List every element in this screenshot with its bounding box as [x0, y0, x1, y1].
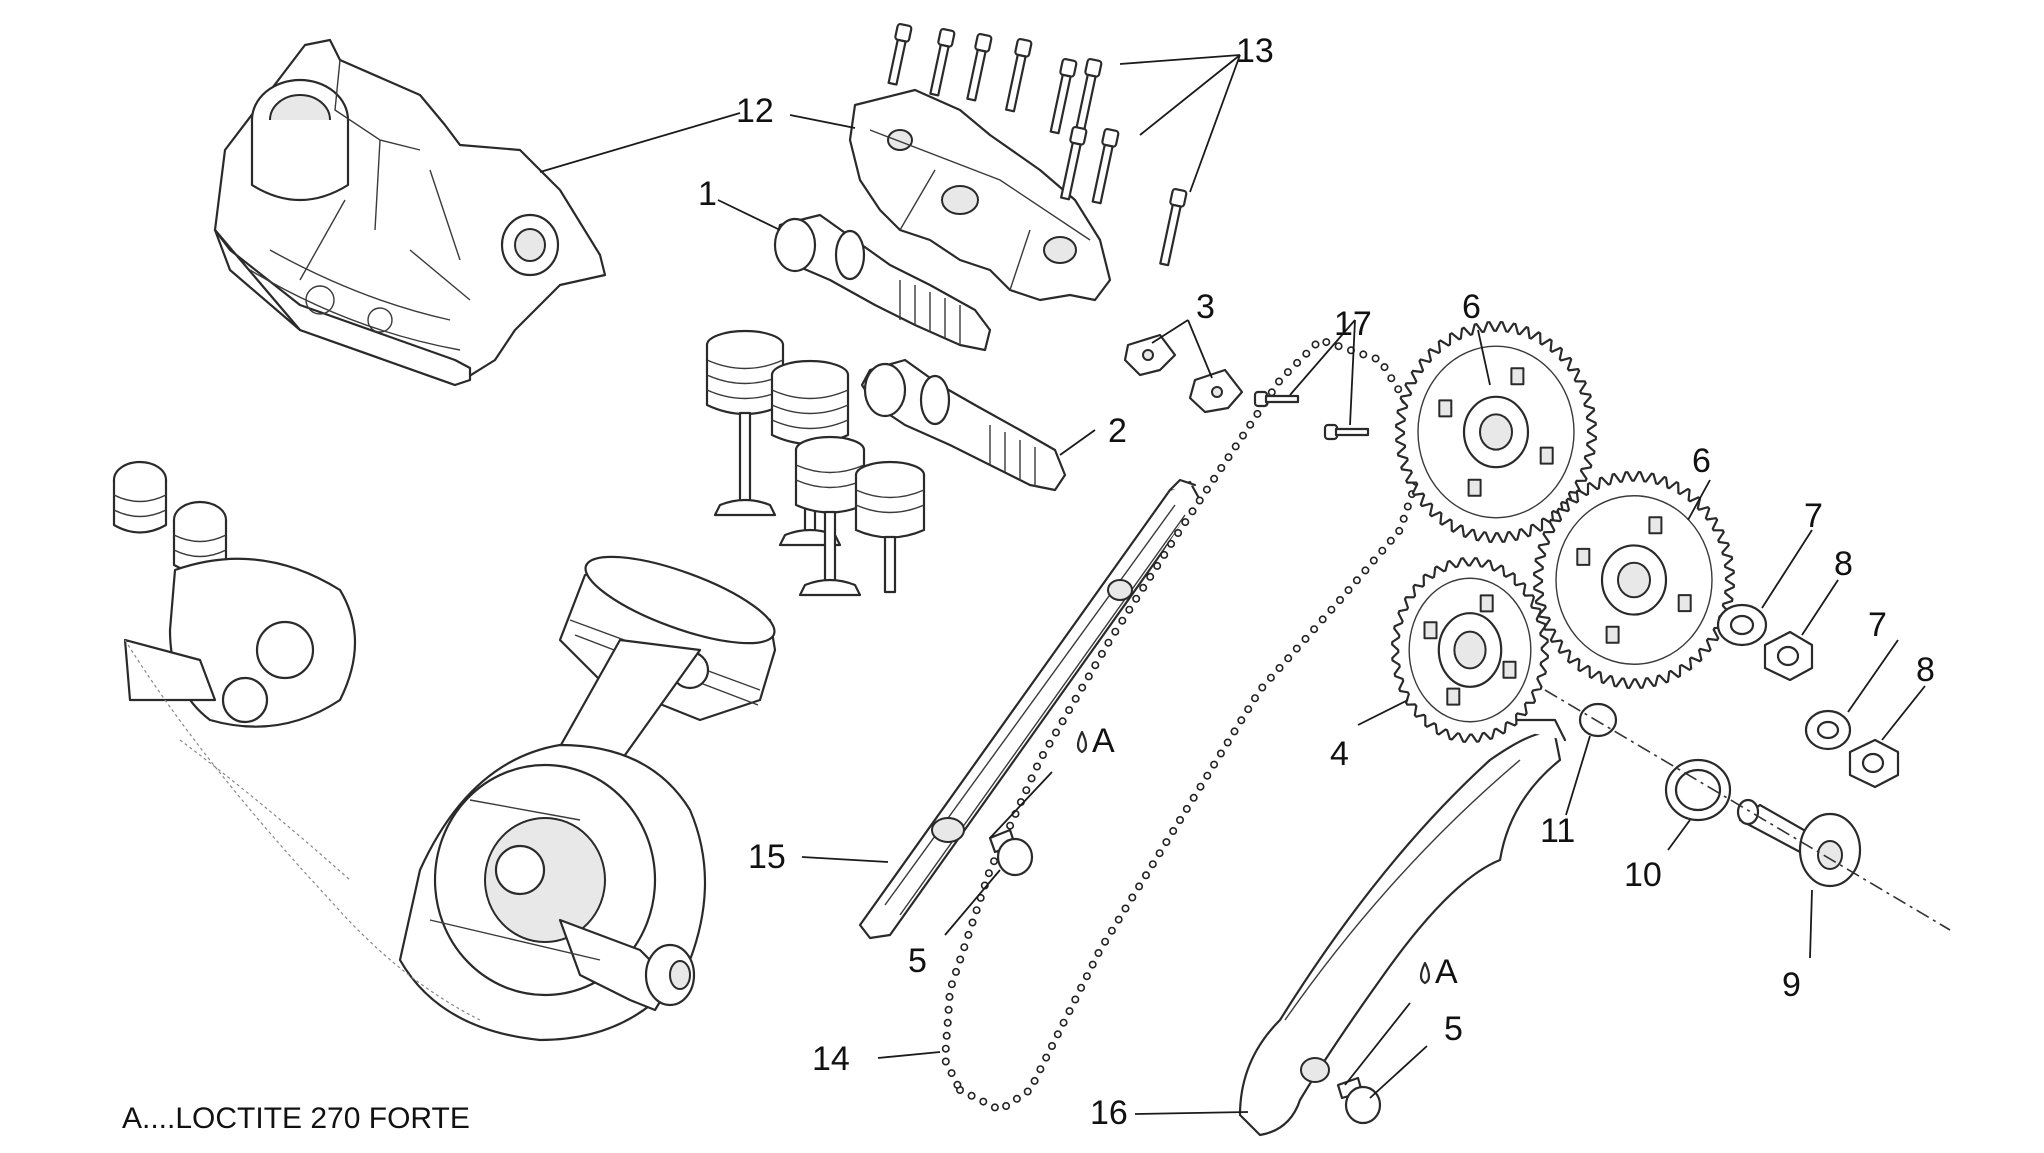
callout-6a: 6 — [1462, 288, 1481, 326]
drop-icon — [1076, 730, 1088, 754]
screws-17-part — [1253, 390, 1370, 441]
piston-crankshaft-part — [112, 460, 777, 1042]
gear-6-upper-part — [1395, 321, 1597, 543]
callout-6b: 6 — [1692, 442, 1711, 480]
callout-7a: 7 — [1804, 497, 1823, 535]
gear-axis-line — [1544, 689, 1951, 931]
callout-7b: 7 — [1868, 606, 1887, 644]
callout-11: 11 — [1540, 812, 1575, 850]
adhesive-mark-a: A — [1092, 722, 1115, 760]
callout-10: 10 — [1624, 856, 1662, 894]
bolts-13 — [887, 23, 1188, 267]
callout-15: 15 — [748, 838, 786, 876]
chain-guide-16-part — [1238, 718, 1567, 1137]
callout-8b: 8 — [1916, 651, 1935, 689]
callout-5a: 5 — [908, 942, 927, 980]
callout-17: 17 — [1334, 305, 1372, 343]
callout-12: 12 — [736, 92, 774, 130]
callout-2: 2 — [1108, 412, 1127, 450]
plates-3-part — [1123, 333, 1244, 414]
cylinder-head-part — [213, 38, 607, 387]
camshaft-holder-part — [848, 88, 1112, 302]
callout-1: 1 — [698, 175, 717, 213]
leader-lines — [539, 54, 1926, 1115]
callout-13: 13 — [1236, 32, 1274, 70]
callout-8a: 8 — [1834, 545, 1853, 583]
callout-16: 16 — [1090, 1094, 1128, 1132]
callout-5b: 5 — [1444, 1010, 1463, 1048]
adhesive-mark-a: A — [1435, 953, 1458, 991]
callout-4: 4 — [1330, 735, 1349, 773]
callout-9: 9 — [1782, 966, 1801, 1004]
camshaft-1-part — [773, 213, 992, 352]
camshaft-2-part — [860, 358, 1067, 492]
callout-14: 14 — [812, 1040, 850, 1078]
valves-part — [705, 329, 926, 597]
gear-6-lower-part — [1533, 471, 1735, 689]
drop-icon — [1419, 961, 1431, 985]
callout-3: 3 — [1196, 288, 1215, 326]
bolts-5-part — [988, 828, 1382, 1125]
washers-nuts-part — [1716, 603, 1900, 789]
gear-4-part — [1391, 557, 1549, 743]
legend-note: A....LOCTITE 270 FORTE — [122, 1102, 470, 1135]
